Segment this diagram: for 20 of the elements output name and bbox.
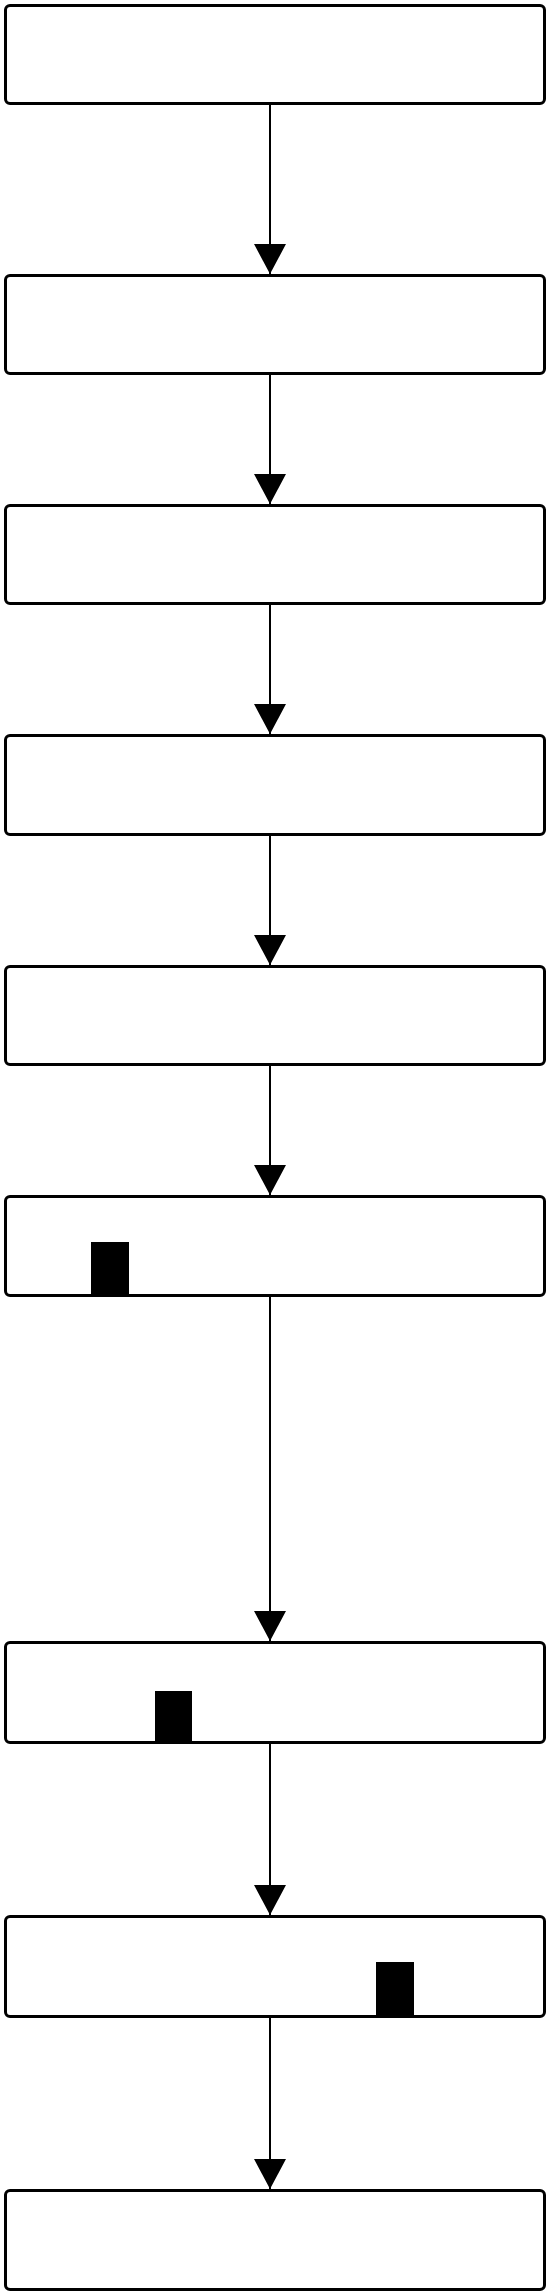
arrow — [254, 604, 286, 735]
flow-box — [4, 1195, 546, 1297]
flow-box — [4, 965, 546, 1066]
arrow — [254, 1743, 286, 1916]
filled-block — [155, 1691, 192, 1744]
flow-box — [4, 734, 546, 836]
flow-box — [4, 4, 546, 105]
arrow — [254, 1065, 286, 1196]
flow-box — [4, 2189, 546, 2291]
flow-box — [4, 1915, 546, 2018]
filled-block — [376, 1962, 414, 2018]
arrow — [254, 835, 286, 966]
arrow — [254, 374, 286, 505]
flow-box — [4, 274, 546, 375]
flow-box — [4, 1641, 546, 1744]
arrow — [254, 1296, 286, 1642]
arrow — [254, 2017, 286, 2190]
filled-block — [91, 1242, 129, 1297]
arrow — [254, 104, 286, 275]
flow-box — [4, 504, 546, 605]
